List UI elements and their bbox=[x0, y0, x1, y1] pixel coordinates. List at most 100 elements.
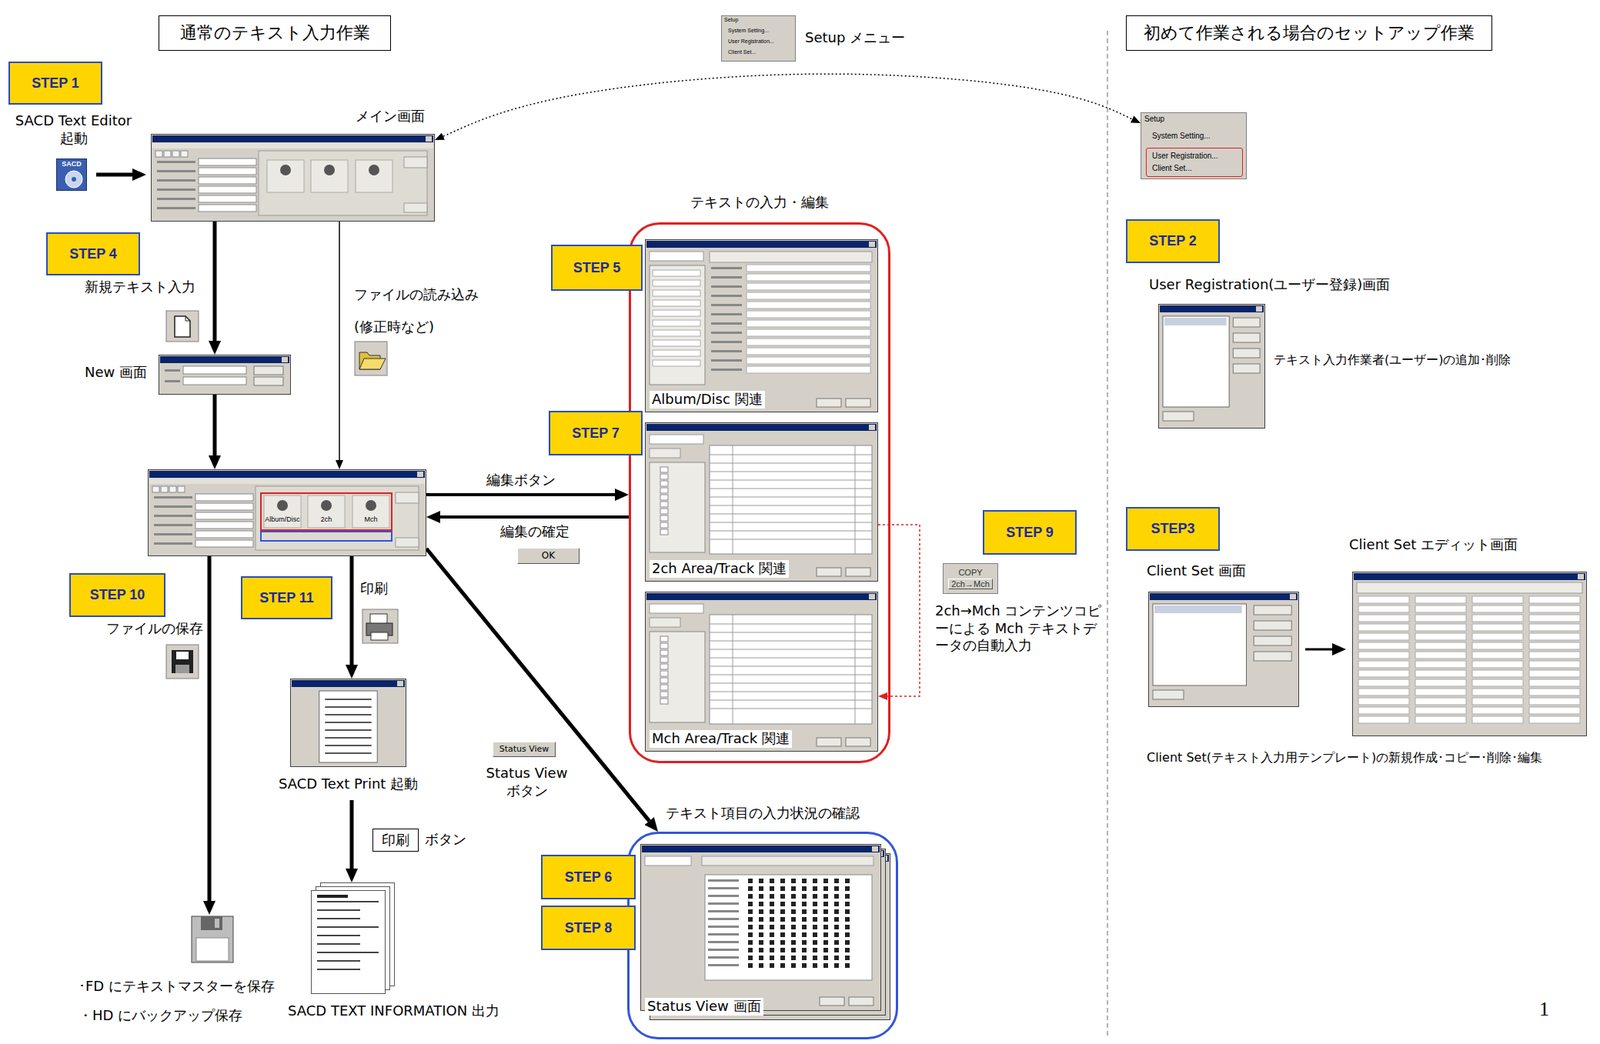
screenshot-image-part bbox=[260, 493, 392, 531]
step-badge: STEP 9 bbox=[982, 510, 1077, 555]
node-text: Mch bbox=[364, 515, 378, 525]
screenshot-image-part bbox=[758, 909, 764, 915]
screenshot-image-part bbox=[823, 894, 829, 899]
screenshot-image-part bbox=[1253, 605, 1292, 615]
screenshot: Album/Disc 関連 bbox=[644, 239, 879, 413]
document-image-part bbox=[317, 901, 379, 903]
screenshot-image-part bbox=[660, 522, 669, 528]
screenshot-image-part bbox=[152, 135, 434, 143]
open-folder-icon-part bbox=[354, 341, 388, 376]
screenshot-image-part bbox=[748, 963, 753, 969]
screenshot-image-part bbox=[149, 470, 425, 478]
node-text: STEP 11 bbox=[259, 590, 314, 607]
screenshot-image-part bbox=[816, 567, 842, 577]
screenshot-image-part bbox=[708, 887, 739, 890]
screenshot-image-part bbox=[868, 594, 876, 600]
step-badge: STEP3 bbox=[1125, 507, 1220, 552]
screenshot-image-part bbox=[834, 955, 839, 961]
node-text: Mch Area/Track 関連 bbox=[649, 730, 792, 749]
screenshot-image-part bbox=[746, 310, 871, 318]
screenshot-image-part bbox=[709, 632, 872, 634]
screenshot-image-part bbox=[395, 537, 419, 548]
screenshot-image-part bbox=[758, 940, 764, 946]
screenshot-image-part bbox=[198, 158, 257, 166]
screenshot-image-part bbox=[708, 910, 739, 913]
screenshot-image-part bbox=[801, 886, 807, 892]
screenshot-image-part bbox=[649, 617, 681, 628]
screenshot-image-part bbox=[1232, 333, 1260, 343]
screenshot-image-part bbox=[1529, 670, 1580, 678]
screenshot-image-part bbox=[404, 203, 428, 213]
screenshot-image-part bbox=[791, 909, 796, 915]
floppy-image-part bbox=[191, 916, 234, 963]
annotation-label: Status View ボタン bbox=[478, 764, 575, 800]
screenshot-image-part bbox=[425, 136, 432, 142]
screenshot-image-part bbox=[780, 901, 785, 907]
step-badge: STEP 10 bbox=[69, 573, 166, 618]
screenshot-image-part bbox=[748, 909, 753, 915]
screenshot-image-part bbox=[1152, 690, 1184, 700]
screenshot-image-part bbox=[868, 241, 876, 248]
screenshot-image-part bbox=[791, 963, 796, 969]
screenshot-image-part bbox=[1529, 642, 1580, 650]
screenshot-image-part bbox=[816, 398, 842, 408]
screenshot-image-part bbox=[791, 948, 796, 953]
screenshot-image-part bbox=[711, 276, 742, 279]
printer-icon-part bbox=[370, 614, 388, 625]
connector-layer-part bbox=[96, 73, 1333, 902]
document-image-part bbox=[311, 891, 386, 995]
screenshot-image-part bbox=[709, 666, 872, 668]
screenshot-image-part bbox=[148, 470, 427, 557]
screenshot-image-part bbox=[652, 280, 701, 287]
screenshot-image-part bbox=[198, 177, 257, 184]
screenshot-image-part bbox=[819, 997, 845, 1006]
screenshot-image-part bbox=[281, 357, 288, 363]
node-text: System Setting... bbox=[728, 27, 769, 35]
screenshot-image-part bbox=[868, 424, 876, 431]
node-text: System Setting... bbox=[1152, 131, 1211, 142]
step-badge: STEP 4 bbox=[46, 232, 141, 276]
screenshot-image-part bbox=[816, 738, 842, 747]
screenshot-image-part bbox=[1255, 306, 1263, 312]
screenshot-image-part bbox=[1149, 592, 1300, 708]
screenshot-image-part bbox=[151, 134, 435, 222]
screenshot-image-part bbox=[649, 462, 705, 553]
screenshot-image-part bbox=[812, 948, 818, 953]
screenshot-image-part bbox=[267, 160, 304, 193]
screenshot-image-part bbox=[1415, 670, 1467, 678]
screenshot-image-part bbox=[645, 240, 879, 413]
screenshot-image-part bbox=[709, 514, 872, 515]
screenshot-image-part bbox=[1152, 604, 1247, 686]
screenshot-image-part bbox=[195, 503, 254, 511]
screenshot-image-part bbox=[845, 398, 871, 408]
screenshot-image-part bbox=[1472, 596, 1524, 604]
screenshot-image-part bbox=[845, 886, 850, 892]
node-text: Setup bbox=[724, 16, 739, 24]
screenshot-image-part bbox=[780, 955, 785, 961]
screenshot-image-part bbox=[1358, 670, 1410, 678]
screenshot-image-part bbox=[153, 496, 193, 499]
node-text: ・HD にバックアップ保存 bbox=[78, 1007, 243, 1026]
screenshot-image-part bbox=[652, 310, 701, 317]
screenshot-image-part bbox=[812, 932, 818, 938]
document-image-part bbox=[317, 926, 379, 929]
node-text: Album/Disc 関連 bbox=[649, 390, 765, 409]
screenshot-image-part bbox=[660, 494, 669, 501]
screenshot-image-part bbox=[652, 300, 701, 307]
screenshot-image-part bbox=[1415, 716, 1467, 724]
screenshot-image-part bbox=[195, 521, 254, 529]
screenshot-image-part bbox=[324, 752, 371, 755]
screenshot-image-part bbox=[834, 925, 839, 930]
screenshot-image-part bbox=[758, 886, 764, 892]
screenshot-image-part bbox=[660, 650, 669, 656]
screenshot-image-part bbox=[709, 674, 872, 676]
step-badge: STEP 6 bbox=[541, 855, 636, 900]
screenshot-image-part bbox=[1472, 707, 1524, 715]
screenshot-image-part bbox=[780, 963, 785, 969]
screenshot-image bbox=[640, 844, 891, 1021]
screenshot-image-part bbox=[1253, 636, 1292, 646]
screenshot-image-part bbox=[709, 649, 872, 651]
document-image-part bbox=[317, 968, 361, 971]
screenshot-image bbox=[290, 678, 407, 768]
node-text: STEP 7 bbox=[571, 425, 620, 442]
